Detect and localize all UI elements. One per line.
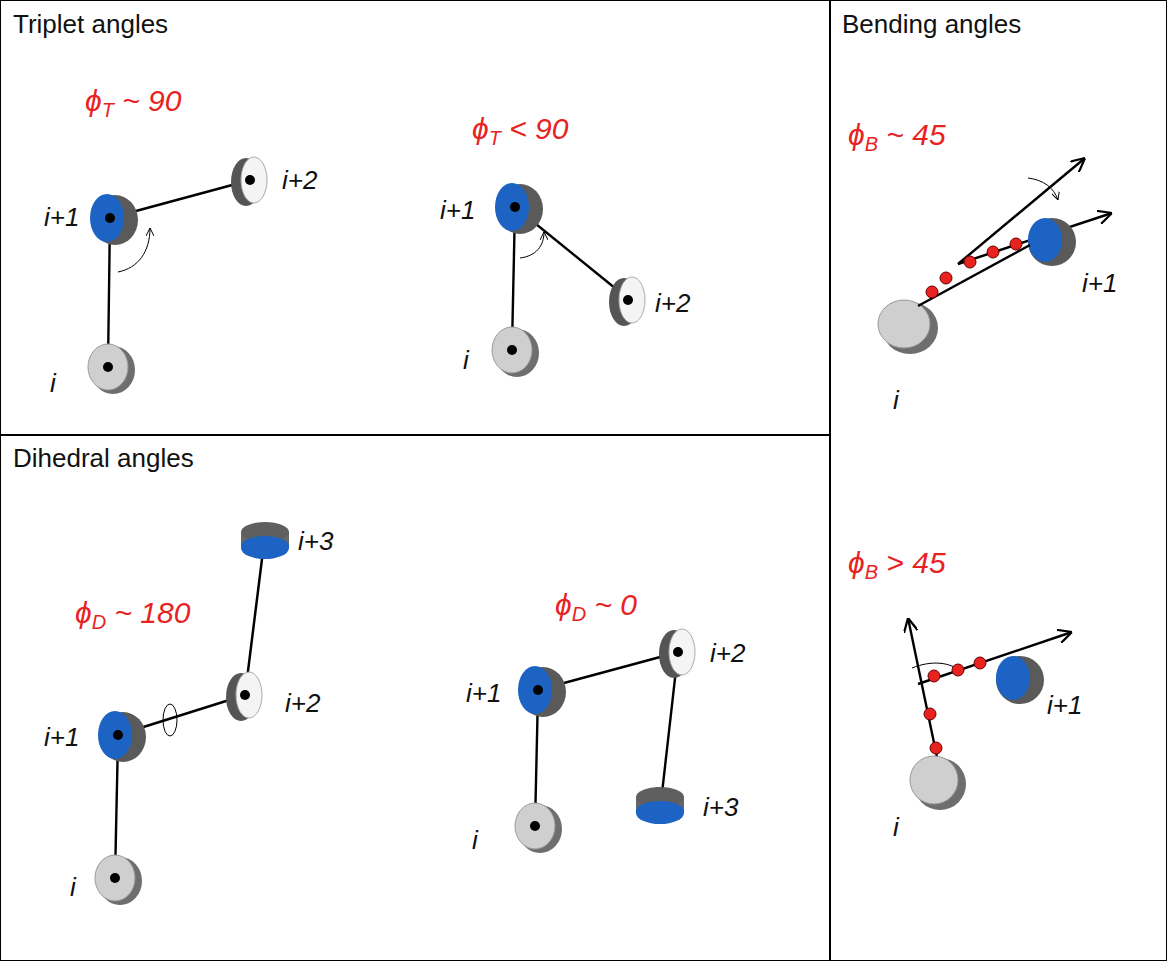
residue-index: i xyxy=(893,385,899,415)
panel-heading: Dihedral angles xyxy=(13,443,194,474)
angle-value: ϕD ~ 180 xyxy=(75,596,190,630)
dihedral-panel: Dihedral angles xyxy=(0,434,831,961)
angle-value: ϕB ~ 45 xyxy=(848,118,946,152)
residue-index: i+1 xyxy=(1082,268,1117,298)
residue-index: i xyxy=(70,872,76,902)
residue-index: i xyxy=(472,825,478,855)
residue-index: i+3 xyxy=(703,792,738,822)
residue-index: i+2 xyxy=(710,638,745,668)
residue-index: i+1 xyxy=(1047,690,1082,720)
triplet-panel: Triplet angles xyxy=(0,0,831,436)
angle-value: ϕT < 90 xyxy=(472,112,568,146)
angle-value: ϕT ~ 90 xyxy=(85,84,181,118)
panel-heading: Bending angles xyxy=(842,9,1021,40)
residue-index: i xyxy=(50,368,56,398)
angle-value: ϕB > 45 xyxy=(848,546,946,580)
residue-index: i+1 xyxy=(44,202,79,232)
angle-value: ϕD ~ 0 xyxy=(555,588,637,622)
residue-index: i+1 xyxy=(466,678,501,708)
residue-index: i+1 xyxy=(440,195,475,225)
residue-index: i+2 xyxy=(655,288,690,318)
residue-index: i xyxy=(893,812,899,842)
residue-index: i+2 xyxy=(282,165,317,195)
residue-index: i+2 xyxy=(285,688,320,718)
residue-index: i+1 xyxy=(44,722,79,752)
panel-heading: Triplet angles xyxy=(13,9,168,40)
residue-index: i+3 xyxy=(298,526,333,556)
residue-index: i xyxy=(463,345,469,375)
